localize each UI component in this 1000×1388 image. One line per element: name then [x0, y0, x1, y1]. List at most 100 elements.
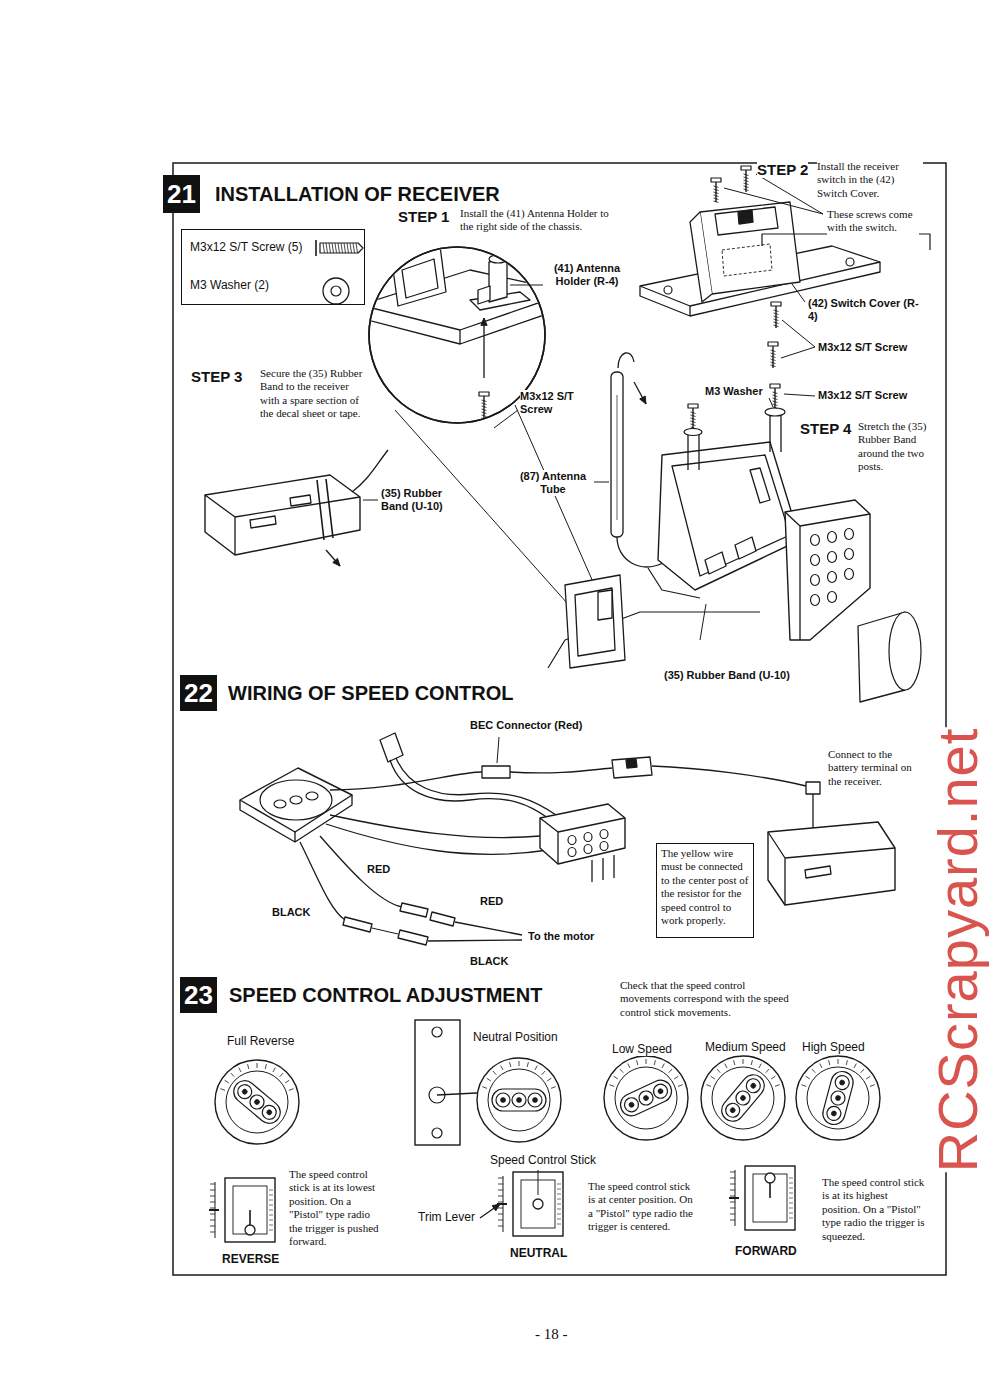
- speed-control-wiring: [260, 780, 332, 820]
- transmitter-stick: [498, 1208, 503, 1209]
- speed-control-dials: [253, 1098, 260, 1105]
- speed-control-dials: [831, 1110, 837, 1116]
- speed-control-dials: [643, 1095, 650, 1102]
- speed-control-dials: [717, 1069, 720, 1073]
- switch-cover-assembly: [744, 183, 749, 185]
- magnified-view: [481, 318, 487, 325]
- receiver-with-band: [326, 550, 340, 566]
- receiver-assembly: [617, 395, 618, 520]
- speed-control-wiring: [380, 733, 403, 762]
- part-label: M3x12 S/T Screw: [818, 341, 907, 354]
- speed-control-dials: [717, 1070, 769, 1126]
- speed-control-wiring: [398, 930, 428, 945]
- note-text: The yellow wire must be connected to the…: [657, 844, 753, 930]
- transmitter-stick: [789, 1213, 793, 1214]
- parts-icons: [316, 240, 363, 304]
- transmitter-stick: [269, 1195, 273, 1196]
- speed-control-wiring: [768, 832, 895, 905]
- receiver-assembly: [773, 395, 778, 397]
- receiver-assembly: [648, 568, 700, 598]
- receiver-assembly: [611, 372, 623, 537]
- transmitter-stick: [269, 1230, 273, 1231]
- receiver-assembly: [672, 455, 790, 576]
- part-label: RED: [480, 895, 503, 908]
- transmitter-stick: [730, 1196, 735, 1197]
- transmitter-stick: [538, 1170, 539, 1195]
- transmitter-stick: [729, 1197, 739, 1199]
- speed-control-dials: [215, 1020, 880, 1145]
- parts-icons: [331, 286, 341, 296]
- stick-position: FORWARD: [735, 1244, 797, 1258]
- speed-control-wiring: [482, 766, 510, 778]
- switch-cover-assembly: [744, 186, 749, 188]
- speed-control-wiring: [602, 858, 603, 880]
- part-count: M3 Washer (2): [190, 278, 269, 292]
- receiver-with-band: [352, 450, 388, 492]
- switch-cover-assembly: [744, 189, 749, 191]
- position-caption: High Speed: [802, 1040, 865, 1054]
- speed-control-dials: [510, 1062, 511, 1067]
- section-heading: SPEED CONTROL ADJUSTMENT: [229, 984, 542, 1007]
- magnified-view: [369, 247, 545, 423]
- magnified-view: [482, 403, 487, 405]
- speed-control-dials: [220, 1089, 225, 1091]
- speed-control-dials: [496, 1093, 510, 1107]
- parts-icons: [338, 243, 340, 253]
- parts-icons: [353, 243, 355, 253]
- speed-control-dials: [829, 1089, 846, 1106]
- receiver-assembly: [688, 404, 698, 408]
- speed-control-dials: [743, 1076, 763, 1096]
- speed-control-dials: [734, 1060, 735, 1065]
- speed-control-wiring: [372, 928, 398, 934]
- part-label: BLACK: [272, 906, 311, 919]
- receiver-assembly: [594, 482, 609, 483]
- parts-box: M3x12 S/T Screw (5)M3 Washer (2): [181, 229, 365, 305]
- parts-icons: [332, 243, 334, 253]
- speed-control-dials: [609, 1085, 614, 1087]
- speed-control-dials: [759, 1064, 761, 1068]
- transmitter-stick: [730, 1214, 735, 1215]
- receiver-assembly: [691, 421, 696, 423]
- speed-control-dials: [533, 1098, 538, 1103]
- instruction-text: The speed control stick is at center pos…: [588, 1180, 700, 1234]
- speed-control-dials: [547, 1078, 551, 1081]
- transmitter-stick: [557, 1204, 561, 1205]
- receiver-assembly: [691, 415, 696, 417]
- speed-control-dials: [493, 1071, 496, 1075]
- speed-control-dials: [614, 1076, 618, 1079]
- speed-control-wiring: [430, 912, 455, 926]
- speed-control-wiring: [396, 758, 556, 815]
- receiver-assembly: [684, 429, 702, 436]
- magnified-view: [360, 246, 612, 640]
- transmitter-stick: [245, 1225, 255, 1235]
- receiver-with-band: [333, 558, 340, 566]
- transmitter-stick: [753, 1174, 787, 1222]
- parts-icons: [356, 243, 358, 253]
- speed-control-dials: [834, 1074, 851, 1091]
- magnified-view: [482, 433, 487, 435]
- transmitter-stick: [225, 1178, 275, 1242]
- speed-control-dials: [669, 1069, 672, 1073]
- speed-control-dials: [870, 1085, 875, 1087]
- speed-control-wiring: [497, 737, 499, 763]
- speed-control-dials: [265, 1064, 266, 1069]
- instruction-text: The speed control stick is at its lowest…: [289, 1168, 385, 1248]
- transmitter-stick: [498, 1184, 503, 1185]
- receiver-assembly: [773, 401, 778, 403]
- speed-control-dials: [225, 1080, 229, 1083]
- speed-control-wiring: [428, 940, 522, 941]
- parts-icons: [326, 243, 328, 253]
- transmitter-stick: [498, 1226, 503, 1227]
- transmitter-stick: [533, 1199, 543, 1209]
- transmitter-stick: [498, 1202, 503, 1203]
- speed-control-wiring: [805, 866, 831, 878]
- transmitter-stick: [557, 1209, 561, 1210]
- speed-control-wiring: [540, 818, 625, 864]
- parts-icons: [323, 278, 349, 304]
- speed-control-dials: [482, 1087, 487, 1089]
- instruction-text: These screws come with the switch.: [827, 208, 919, 235]
- transmitter-stick: [210, 1184, 215, 1185]
- switch-cover-assembly: [774, 325, 779, 327]
- page-frame: [173, 163, 946, 1275]
